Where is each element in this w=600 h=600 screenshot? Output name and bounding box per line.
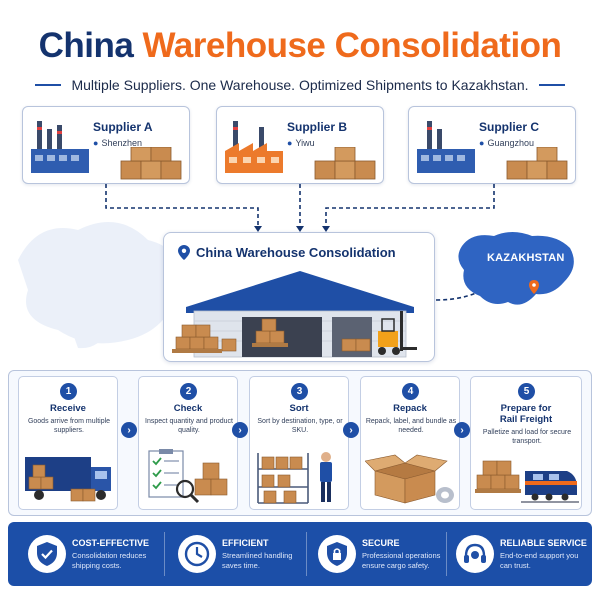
factory-icon — [31, 121, 89, 173]
benefit-efficient: EFFICIENT Streamlined handling saves tim… — [172, 522, 312, 586]
subtitle-divider-right — [538, 84, 565, 86]
supplier-card-b: Supplier B ●Yiwu — [216, 106, 384, 184]
hub-title: China Warehouse Consolidation — [196, 245, 396, 260]
supplier-name: Supplier A — [93, 120, 153, 134]
page-title: China Warehouse Consolidation — [0, 26, 600, 66]
benefit-title: RELIABLE SERVICE — [500, 538, 587, 548]
cardboard-boxes-icon — [506, 147, 568, 180]
chevron-right-icon: › — [121, 422, 137, 438]
open-box-tape-icon — [365, 454, 454, 504]
shield-check-icon — [28, 535, 66, 573]
location-pin-icon — [178, 245, 190, 260]
world-map-background — [18, 222, 180, 349]
factory-icon — [417, 121, 475, 173]
step-number: 5 — [518, 383, 535, 400]
cardboard-boxes-icon — [314, 147, 376, 180]
benefit-divider — [306, 532, 307, 576]
benefit-description: End-to-end support you can trust. — [500, 551, 579, 570]
step-title: Repack — [393, 403, 427, 414]
step-card-sort: 3 Sort Sort by destination, type, or SKU… — [249, 376, 349, 510]
supplier-city: ●Yiwu — [287, 138, 315, 148]
checklist-magnifier-icon — [148, 449, 228, 504]
benefit-description: Streamlined handling saves time. — [222, 551, 293, 570]
supplier-name: Supplier B — [287, 120, 348, 134]
step-card-repack: 4 Repack Repack, label, and bundle as ne… — [360, 376, 460, 510]
step-description: Sort by destination, type, or SKU. — [257, 418, 343, 434]
clock-icon — [178, 535, 216, 573]
benefit-title: EFFICIENT — [222, 538, 269, 548]
step-card-receive: 1 Receive Goods arrive from multiple sup… — [18, 376, 118, 510]
step-number: 3 — [291, 383, 308, 400]
benefit-divider — [446, 532, 447, 576]
benefits-banner — [8, 522, 592, 586]
title-warehouse-consolidation: Warehouse Consolidation — [142, 26, 562, 65]
location-pin-icon: ● — [93, 138, 99, 148]
supplier-city: ●Shenzhen — [93, 138, 142, 148]
step-card-rail-freight: 5 Prepare for Rail Freight Palletize and… — [470, 376, 582, 510]
kazakhstan-map-icon — [458, 232, 574, 305]
benefit-title: SECURE — [362, 538, 400, 548]
hub-title-row: China Warehouse Consolidation — [178, 245, 396, 260]
benefit-secure: SECURE Professional operations ensure ca… — [312, 522, 452, 586]
train-pallets-icon — [475, 460, 579, 503]
benefit-title: COST-EFFECTIVE — [72, 538, 150, 548]
subtitle-row: Multiple Suppliers. One Warehouse. Optim… — [0, 76, 600, 94]
benefit-description: Consolidation reduces shipping costs. — [72, 551, 147, 570]
step-description: Repack, label, and bundle as needed. — [365, 418, 457, 434]
step-number: 4 — [402, 383, 419, 400]
benefit-description: Professional operations ensure cargo saf… — [362, 551, 441, 570]
subtitle: Multiple Suppliers. One Warehouse. Optim… — [71, 77, 529, 93]
step-number: 2 — [180, 383, 197, 400]
step-description: Inspect quantity and product quality. — [145, 418, 233, 434]
location-pin-icon: ● — [479, 138, 485, 148]
step-title: Sort — [289, 403, 309, 414]
chevron-right-icon: › — [454, 422, 470, 438]
lock-shield-icon — [318, 535, 356, 573]
warehouse-hub-card: China Warehouse Consolidation — [163, 232, 435, 362]
truck-icon — [25, 457, 111, 502]
forklift-icon — [378, 311, 417, 355]
title-china: China — [38, 26, 134, 65]
step-description: Palletize and load for secure transport. — [482, 429, 572, 445]
step-title: Check — [173, 403, 203, 414]
destination-label: KAZAKHSTAN — [487, 252, 565, 264]
supplier-card-a: Supplier A ●Shenzhen — [22, 106, 190, 184]
shelving-worker-icon — [257, 452, 332, 504]
step-description: Goods arrive from multiple suppliers. — [27, 418, 111, 434]
factory-icon — [225, 121, 283, 173]
step-title: Prepare for Rail Freight — [499, 403, 553, 425]
benefit-cost-effective: COST-EFFECTIVE Consolidation reduces shi… — [22, 522, 162, 586]
step-number: 1 — [60, 383, 77, 400]
headset-icon — [456, 535, 494, 573]
supplier-city: ●Guangzhou — [479, 138, 534, 148]
cardboard-boxes-icon — [120, 147, 182, 180]
chevron-right-icon: › — [232, 422, 248, 438]
location-pin-icon: ● — [287, 138, 293, 148]
benefit-reliable-service: RELIABLE SERVICE End-to-end support you … — [450, 522, 590, 586]
chevron-right-icon: › — [343, 422, 359, 438]
step-card-check: 2 Check Inspect quantity and product qua… — [138, 376, 238, 510]
supplier-name: Supplier C — [479, 120, 540, 134]
subtitle-divider-left — [35, 84, 62, 86]
step-title: Receive — [50, 403, 86, 414]
warehouse-illustration — [172, 271, 417, 358]
benefit-divider — [164, 532, 165, 576]
supplier-card-c: Supplier C ●Guangzhou — [408, 106, 576, 184]
